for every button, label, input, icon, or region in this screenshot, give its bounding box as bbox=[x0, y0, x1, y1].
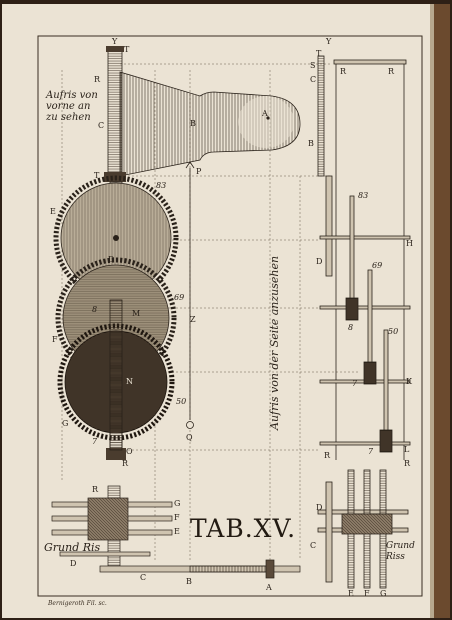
label-side-8: 8 bbox=[348, 323, 354, 332]
label-ground-right-e: E bbox=[348, 589, 354, 598]
label-front-8: 8 bbox=[92, 305, 98, 314]
label-ground-right-c: C bbox=[310, 541, 317, 550]
label-side-s: S bbox=[310, 61, 316, 70]
label-ground-a: A bbox=[266, 583, 272, 592]
label-side-7b: 7 bbox=[368, 447, 374, 456]
label-front-83: 83 bbox=[156, 181, 167, 190]
label-front-t2: T bbox=[94, 171, 100, 180]
label-ground-g: G bbox=[174, 499, 181, 508]
label-front-d: D bbox=[108, 255, 115, 264]
label-ground-right-f: F bbox=[364, 589, 370, 598]
front-view-caption: Aufris von vorne an zu sehen bbox=[46, 90, 98, 123]
label-side-83: 83 bbox=[358, 191, 369, 200]
label-side-50: 50 bbox=[388, 327, 399, 336]
label-ground-right-d: D bbox=[316, 503, 323, 512]
label-front-m: M bbox=[132, 309, 141, 318]
label-side-h: H bbox=[406, 239, 413, 248]
ground-plan-left bbox=[51, 485, 301, 579]
label-ground-e: E bbox=[174, 527, 180, 536]
label-front-69: 69 bbox=[174, 293, 185, 302]
label-side-k: K bbox=[406, 377, 412, 386]
label-side-t: T bbox=[316, 49, 322, 58]
label-front-y: Y bbox=[112, 37, 118, 46]
label-ground-c: C bbox=[140, 573, 147, 582]
label-side-l: L bbox=[404, 445, 410, 454]
label-side-c: C bbox=[310, 75, 317, 84]
label-side-y: Y bbox=[326, 37, 332, 46]
label-side-r2: R bbox=[388, 67, 395, 76]
label-front-g: G bbox=[62, 419, 69, 428]
label-side-b: B bbox=[308, 139, 314, 148]
ground-plan-right bbox=[317, 469, 409, 589]
label-front-r1: R bbox=[94, 75, 101, 84]
label-front-b: B bbox=[190, 119, 196, 128]
label-ground-d: D bbox=[70, 559, 77, 568]
side-view-caption: Aufris von der Seite anzusehen bbox=[268, 255, 281, 430]
label-ground-right-g: G bbox=[380, 589, 387, 598]
ground-plan-left-caption: Grund Ris bbox=[44, 541, 101, 554]
label-front-50: 50 bbox=[176, 397, 187, 406]
label-side-r4: R bbox=[404, 459, 411, 468]
label-front-f: F bbox=[52, 335, 58, 344]
label-side-d: D bbox=[316, 257, 323, 266]
pendulum-bob-front bbox=[119, 71, 301, 177]
label-front-e: E bbox=[50, 207, 56, 216]
label-side-7a: 7 bbox=[352, 379, 358, 388]
ground-plan-right-caption: Grund Riss bbox=[386, 541, 415, 562]
label-ground-f: F bbox=[174, 513, 180, 522]
label-front-7: 7 bbox=[92, 437, 98, 446]
label-front-r2: R bbox=[122, 459, 129, 468]
label-front-p: P bbox=[196, 167, 202, 176]
plate-border bbox=[37, 35, 423, 597]
label-side-r3: R bbox=[324, 451, 331, 460]
label-front-n: N bbox=[126, 377, 133, 386]
label-side-r1: R bbox=[340, 67, 347, 76]
pendulum-rod bbox=[185, 161, 195, 429]
plate-title: TAB.XV. bbox=[190, 514, 297, 543]
label-front-q: Q bbox=[186, 433, 193, 442]
label-front-z: Z bbox=[190, 315, 196, 324]
label-ground-b: B bbox=[186, 577, 192, 586]
side-elevation bbox=[317, 55, 411, 460]
label-ground-r: R bbox=[92, 485, 99, 494]
label-side-69: 69 bbox=[372, 261, 383, 270]
engraver-signature: Bernigeroth Fil. sc. bbox=[48, 600, 107, 607]
front-arbor bbox=[109, 299, 123, 451]
label-front-t1: T bbox=[124, 45, 130, 54]
label-front-o: O bbox=[126, 447, 133, 456]
label-front-a: A bbox=[262, 109, 268, 118]
label-front-c: C bbox=[98, 121, 105, 130]
book-spine-edge bbox=[432, 4, 450, 618]
